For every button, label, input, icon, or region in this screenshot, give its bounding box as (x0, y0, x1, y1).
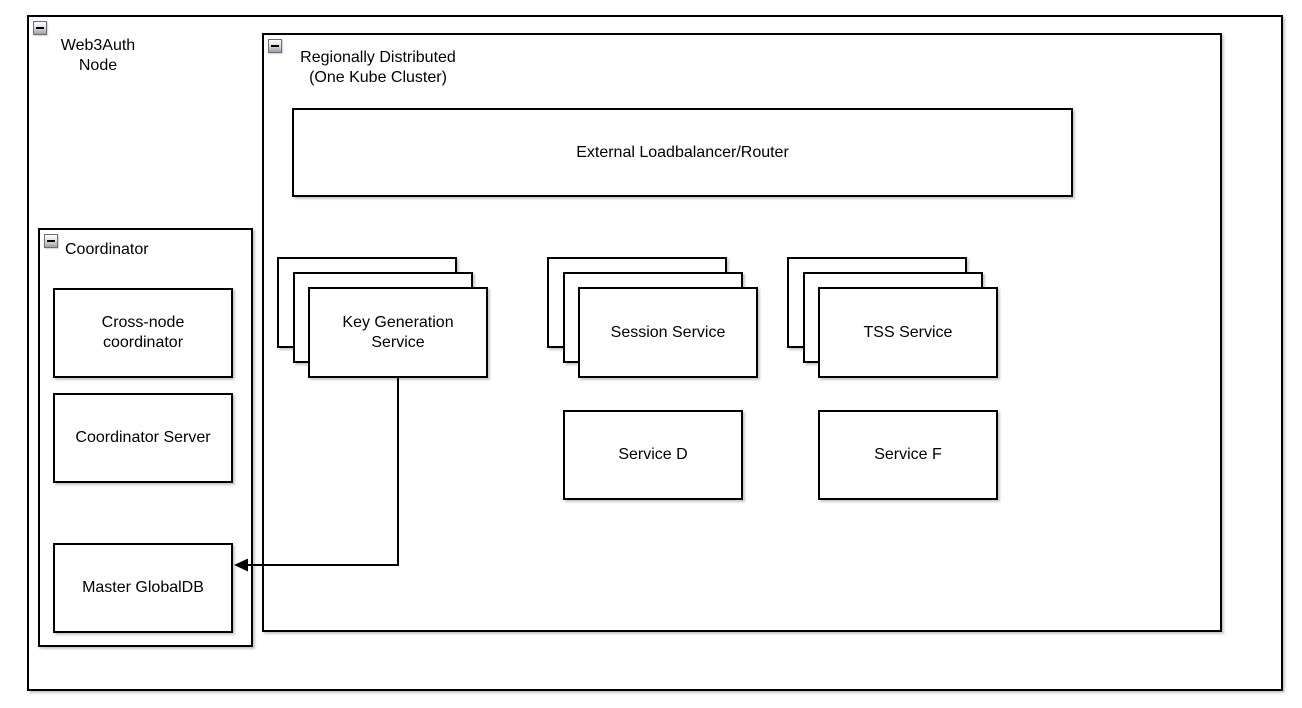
group-label-regional-cluster: Regionally Distributed (One Kube Cluster… (283, 48, 473, 88)
web3auth-label-line1: Web3Auth (60, 37, 136, 54)
service-d-label: Service D (618, 446, 688, 463)
node-key-generation-service[interactable]: Key Generation Service (308, 287, 488, 378)
coordinator-server-label: Coordinator Server (75, 429, 211, 446)
web3auth-label-line2: Node (78, 57, 118, 74)
node-external-loadbalancer[interactable]: External Loadbalancer/Router (292, 108, 1073, 197)
node-service-f[interactable]: Service F (818, 410, 998, 500)
minus-glyph (36, 27, 44, 29)
minus-glyph (47, 240, 55, 242)
session-service-label: Session Service (610, 323, 726, 341)
collapse-icon-coordinator[interactable] (44, 234, 58, 248)
tss-service-label: TSS Service (863, 323, 953, 341)
group-label-coordinator: Coordinator (65, 241, 149, 258)
collapse-icon-web3auth-node[interactable] (33, 21, 47, 35)
node-master-globaldb[interactable]: Master GlobalDB (53, 543, 233, 633)
node-session-service[interactable]: Session Service (578, 287, 758, 378)
collapse-icon-regional-cluster[interactable] (268, 39, 282, 53)
node-service-d[interactable]: Service D (563, 410, 743, 500)
external-loadbalancer-label: External Loadbalancer/Router (576, 143, 789, 161)
service-f-label: Service F (874, 446, 942, 463)
regional-label-line2: (One Kube Cluster) (309, 69, 447, 86)
minus-glyph (271, 45, 279, 47)
node-cross-node-coordinator[interactable]: Cross-node coordinator (53, 288, 233, 378)
regional-label-line1: Regionally Distributed (300, 49, 456, 66)
master-globaldb-label: Master GlobalDB (82, 579, 204, 596)
group-label-web3auth-node: Web3Auth Node (36, 36, 160, 76)
cross-node-coordinator-label: Cross-node coordinator (101, 314, 185, 351)
key-generation-service-label: Key Generation Service (342, 313, 454, 351)
node-coordinator-server[interactable]: Coordinator Server (53, 393, 233, 483)
node-tss-service[interactable]: TSS Service (818, 287, 998, 378)
